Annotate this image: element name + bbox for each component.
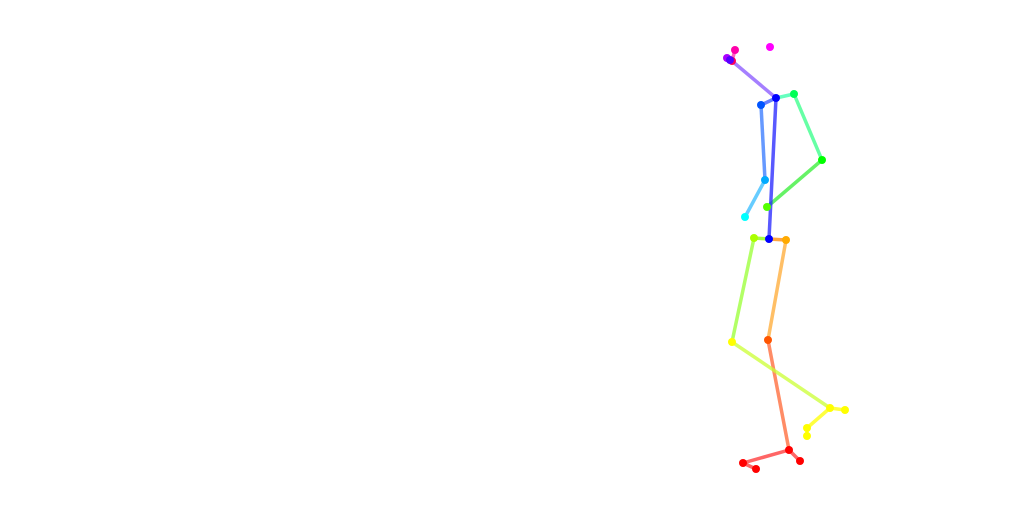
bone-neck-to-nose: [730, 59, 778, 100]
bone-neck-to-mid-hip: [767, 96, 778, 241]
joint-left-heel: [841, 406, 849, 414]
bone-left-hip-to-left-knee: [730, 236, 756, 344]
bone-right-ankle-to-right-big-toe: [741, 448, 791, 465]
joint-right-shoulder: [757, 101, 765, 109]
skeleton-joints: [723, 43, 849, 473]
joint-left-wrist: [763, 203, 771, 211]
joint-right-big-toe: [739, 459, 747, 467]
bone-right-shoulder-to-right-elbow: [759, 103, 767, 182]
joint-left-big-toe: [803, 424, 811, 432]
joint-right-elbow: [761, 176, 769, 184]
joint-mid-hip: [765, 235, 773, 243]
joint-left-hip: [750, 234, 758, 242]
bone-left-elbow-to-left-wrist: [765, 158, 824, 209]
joint-right-small-toe: [752, 465, 760, 473]
joint-left-elbow: [818, 156, 826, 164]
bone-left-ankle-to-left-big-toe: [805, 406, 832, 430]
joint-left-ear: [726, 56, 734, 64]
joint-left-shoulder: [790, 90, 798, 98]
joint-right-wrist: [741, 213, 749, 221]
joint-left-ankle: [826, 404, 834, 412]
bone-right-knee-to-right-ankle: [766, 338, 791, 452]
joint-right-hip: [782, 236, 790, 244]
bone-right-elbow-to-right-wrist: [743, 178, 767, 219]
bone-left-knee-to-left-ankle: [730, 340, 832, 410]
joint-right-heel: [796, 457, 804, 465]
joint-right-eye: [731, 46, 739, 54]
bone-right-hip-to-right-knee: [766, 238, 788, 342]
joint-left-knee: [728, 338, 736, 346]
joint-left-small-toe: [803, 432, 811, 440]
joint-right-knee: [764, 336, 772, 344]
joint-neck: [772, 94, 780, 102]
joint-right-ankle: [785, 446, 793, 454]
joint-right-ear: [766, 43, 774, 51]
bone-left-shoulder-to-left-elbow: [792, 92, 824, 162]
